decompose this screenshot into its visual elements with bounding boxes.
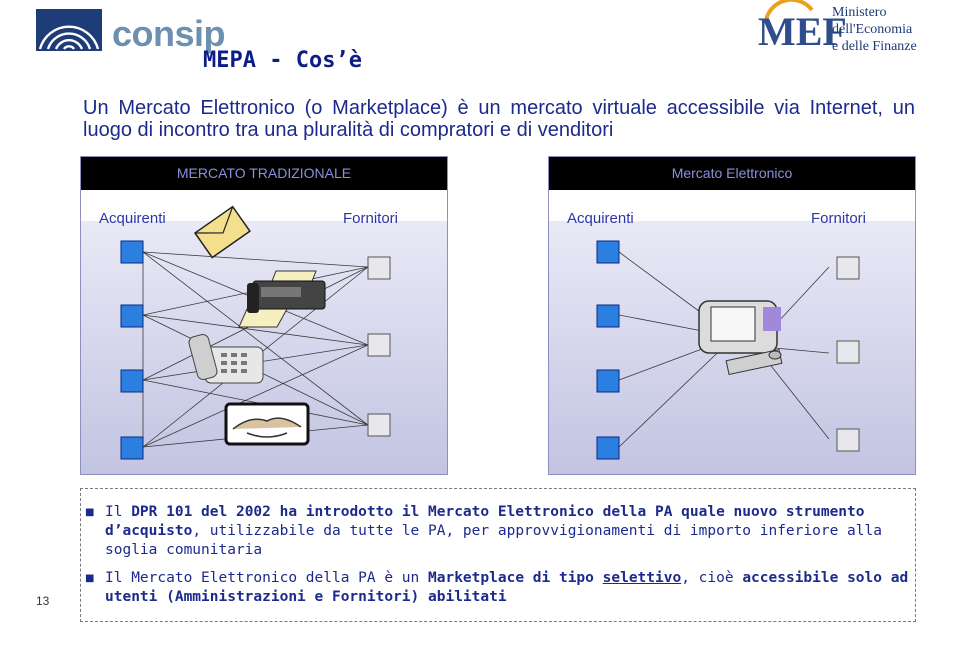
traditional-market-panel: MERCATO TRADIZIONALE Acquirenti Fornitor… (80, 156, 448, 475)
bullet-2-text: Il Mercato Elettronico della PA è un (105, 570, 429, 586)
computer-icon (698, 300, 783, 376)
buyer-square (120, 304, 144, 328)
electronic-market-panel: Mercato Elettronico Acquirenti Fornitori (548, 156, 916, 475)
supplier-square (836, 428, 860, 452)
ministry-line-3: e delle Finanze (832, 39, 917, 54)
consip-logo: consip (36, 9, 226, 55)
supplier-squares (367, 256, 391, 437)
mef-swirl-icon (764, 0, 814, 21)
intro-text: Un Mercato Elettronico (o Marketplace) è… (83, 97, 915, 141)
mef-logo-text: MEF (758, 9, 847, 54)
telephone-icon (188, 334, 264, 384)
bullet-marker: ■ (85, 573, 95, 584)
electronic-market-header: Mercato Elettronico (549, 157, 915, 190)
bullet-marketplace: Il Mercato Elettronico della PA è un Mar… (105, 569, 909, 607)
electronic-buyers-label: Acquirenti (567, 210, 634, 227)
consip-globe-icon (36, 9, 102, 51)
page-number: 13 (36, 594, 50, 608)
supplier-square (836, 340, 860, 364)
ministry-line-1: Ministero (832, 5, 887, 20)
supplier-squares (836, 256, 860, 452)
supplier-square (367, 333, 391, 357)
supplier-square (367, 256, 391, 280)
bullet-1-text: Il (105, 504, 132, 520)
traditional-sellers-label: Fornitori (343, 210, 399, 227)
supplier-square (367, 413, 391, 437)
buyer-square (596, 304, 620, 328)
bullet-dpr: Il DPR 101 del 2002 ha introdotto il Mer… (105, 503, 909, 560)
buyer-square (120, 240, 144, 264)
buyer-square (596, 369, 620, 393)
bullet-2-bold-end: accessibile solo ad utenti (Amministrazi… (105, 570, 909, 605)
page-title: MEPA - Cos’è (203, 48, 362, 73)
buyer-square (596, 436, 620, 460)
consip-logo-text: consip (112, 13, 226, 54)
envelope-icon (193, 205, 251, 259)
bullet-2-underline: selettivo (602, 570, 682, 586)
bullet-2-mid: , cioè (681, 570, 743, 586)
electronic-network-diagram (596, 240, 860, 460)
buyer-square (120, 436, 144, 460)
buyer-square (120, 369, 144, 393)
traditional-market-header: MERCATO TRADIZIONALE (81, 157, 447, 190)
fax-icon (238, 270, 326, 328)
electronic-sellers-label: Fornitori (811, 210, 867, 227)
traditional-network-diagram (120, 205, 391, 460)
bullet-marker: ■ (85, 507, 95, 518)
bullet-1-bold: DPR 101 del 2002 ha introdotto il Mercat… (105, 504, 865, 539)
buyer-square (596, 240, 620, 264)
ministry-name: Ministero dell'Economia e delle Finanze (832, 4, 917, 55)
bullet-2-bold: Marketplace di tipo (428, 570, 603, 586)
supplier-square (836, 256, 860, 280)
mef-logo: MEF Ministero dell'Economia e delle Fina… (752, 0, 952, 60)
handshake-icon (224, 402, 310, 446)
buyer-squares (596, 240, 620, 460)
bullet-box: ■ Il DPR 101 del 2002 ha introdotto il M… (80, 488, 916, 622)
ministry-line-2: dell'Economia (832, 22, 913, 37)
buyer-squares (120, 240, 144, 460)
traditional-buyers-label: Acquirenti (99, 210, 166, 227)
bullet-1-rest: , utilizzabile da tutte le PA, per appro… (105, 523, 882, 558)
